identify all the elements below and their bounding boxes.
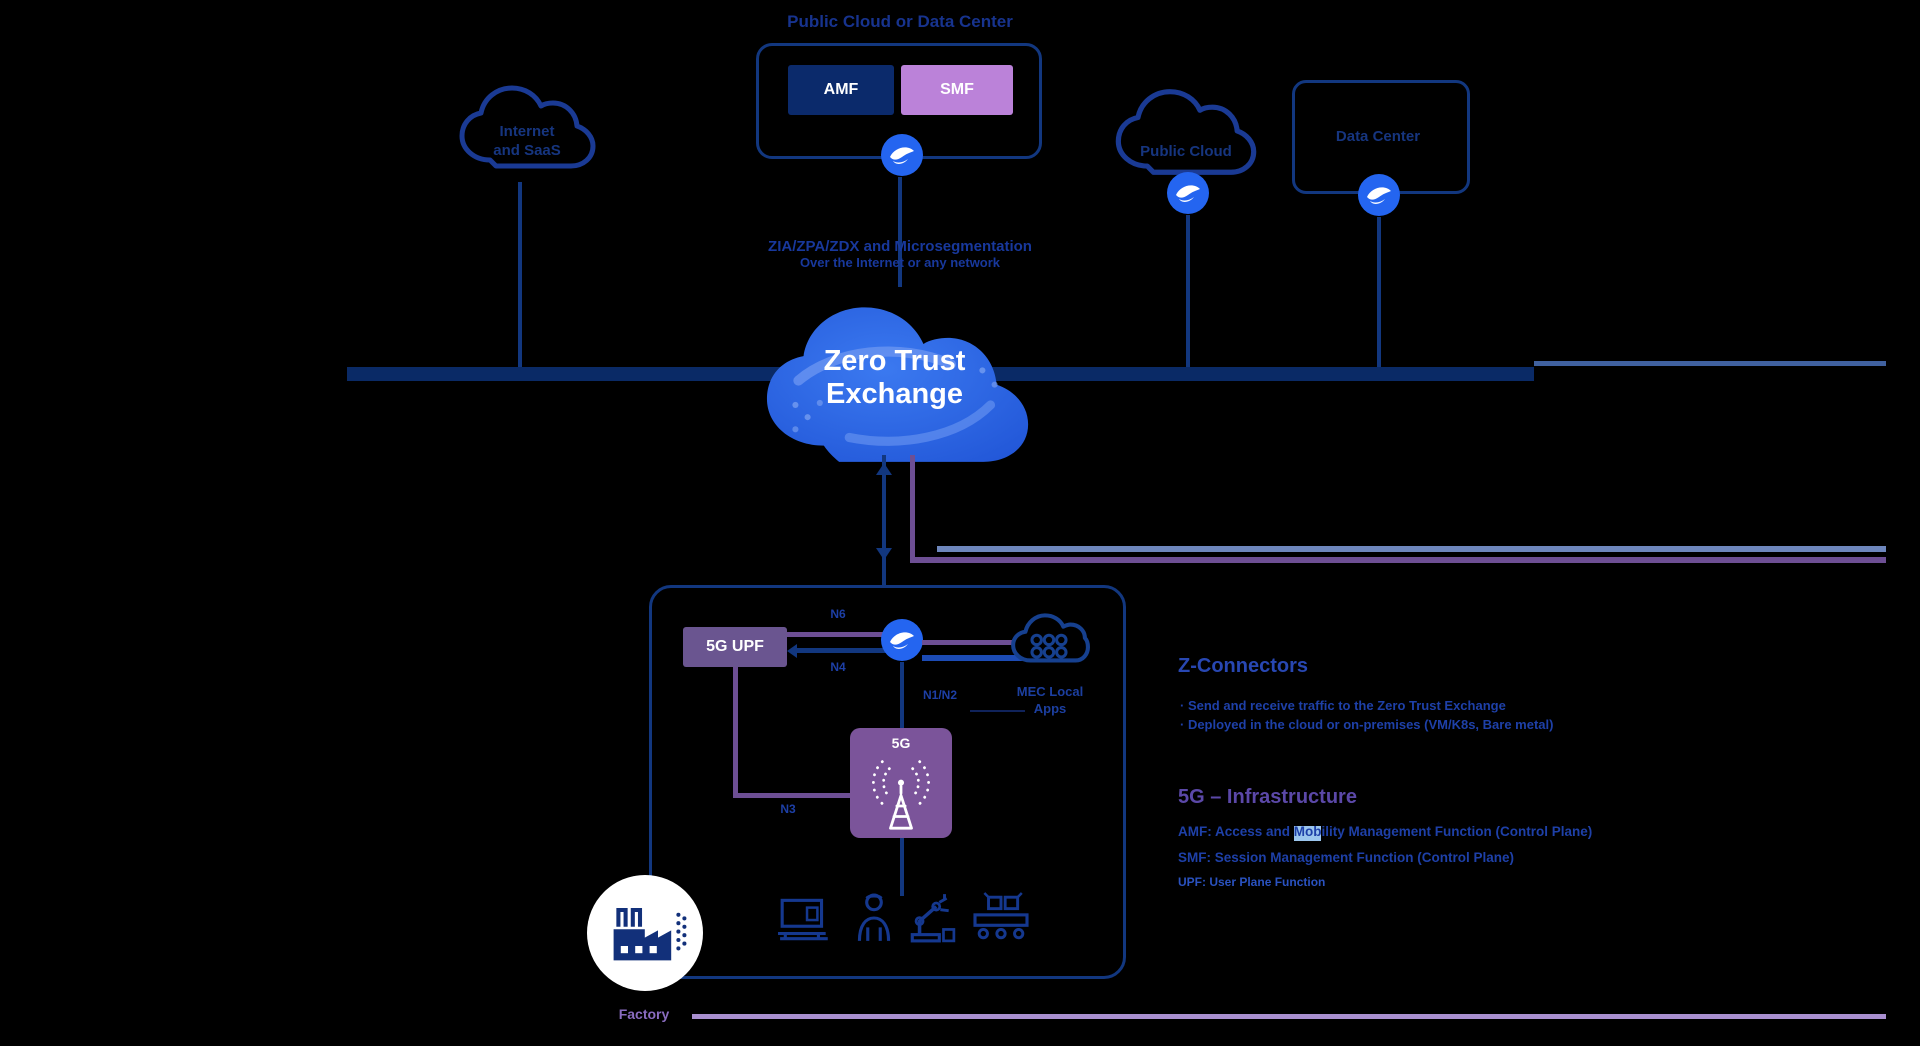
ran-label: 5G — [891, 735, 911, 751]
n4-label: N4 — [830, 660, 846, 674]
infrastructure-heading: 5G – Infrastructure — [1178, 786, 1357, 808]
top-title: Public Cloud or Data Center — [787, 12, 1013, 31]
data-center-to-bar-line — [1377, 217, 1381, 367]
up-arrow-icon — [876, 463, 892, 475]
antenna-tower-icon — [872, 760, 930, 830]
zte-label-line1: Zero Trust — [823, 345, 966, 377]
zte-label: Zero Trust Exchange — [792, 345, 997, 412]
down-arrow-icon — [876, 548, 892, 560]
infrastructure-line-smf: SMF: Session Management Function (Contro… — [1178, 850, 1515, 865]
internet-cloud-label-line2: and SaaS — [493, 141, 561, 159]
public-cloud-label: Public Cloud — [1140, 143, 1232, 160]
transport-caption-line2: Over the Internet or any network — [799, 255, 1001, 270]
n3-vertical-line — [733, 667, 738, 795]
data-center-label: Data Center — [1335, 128, 1421, 145]
zscaler-logo-icon — [881, 619, 923, 661]
core-to-zte-line — [898, 177, 902, 287]
factory-badge — [587, 875, 703, 991]
laptop-icon — [778, 898, 828, 941]
n6-line — [787, 632, 884, 637]
zscaler-logo-icon — [1167, 172, 1209, 214]
zte-label-line2: Exchange — [826, 378, 963, 411]
n4-line — [796, 648, 902, 653]
connectors-bullet-1: · Send and receive traffic to the Zero T… — [1180, 698, 1506, 713]
connectors-bullet-2: · Deployed in the cloud or on-premises (… — [1180, 717, 1554, 732]
smf-chip: SMF — [901, 65, 1013, 115]
internet-cloud-label: Internet and SaaS — [462, 123, 592, 161]
public-cloud-icon — [1115, 89, 1257, 175]
zte-to-site-line — [882, 455, 886, 587]
robot-arm-icon — [910, 894, 956, 943]
worker-icon — [857, 893, 891, 941]
transport-caption: ZIA/ZPA/ZDX and Microsegmentation Over t… — [720, 238, 1080, 270]
zscaler-logo-icon — [1358, 174, 1400, 216]
zte-purple-drop-line — [910, 455, 915, 563]
factory-label: Factory — [618, 1006, 670, 1022]
text-highlight — [1294, 826, 1321, 841]
backbone-thin-line — [1534, 361, 1886, 366]
n3-label: N3 — [780, 802, 796, 816]
lavender-bottom-line — [692, 1014, 1886, 1019]
upf-chip: 5G UPF — [683, 627, 787, 667]
logo-to-apps-purple-line — [922, 640, 1022, 645]
connectors-heading: Z-Connectors — [1178, 655, 1308, 677]
n6-label: N6 — [830, 607, 846, 621]
infrastructure-line-upf: UPF: User Plane Function — [1178, 875, 1326, 889]
mec-link-line — [970, 710, 1025, 712]
logo-to-apps-blue-line — [922, 655, 1057, 661]
infrastructure-line-amf: AMF: Access and Mobility Management Func… — [1178, 824, 1593, 839]
logo-to-ran-line — [900, 662, 904, 728]
mec-label-line1: MEC Local — [1016, 684, 1084, 699]
n1n2-label: N1/N2 — [922, 688, 957, 702]
left-arrow-icon — [787, 644, 797, 658]
steel-blue-horizontal-line — [937, 546, 1886, 552]
machine-icon — [973, 892, 1029, 940]
n3-horizontal-line — [733, 793, 850, 798]
mec-label-line2: Apps — [1033, 700, 1067, 716]
zero-trust-exchange-cloud-icon — [766, 307, 1029, 462]
mec-label: MEC Local Apps — [1000, 684, 1100, 718]
amf-chip: AMF — [788, 65, 894, 115]
factory-icon — [613, 907, 687, 961]
app-cloud-icon — [1011, 613, 1090, 663]
transport-caption-line1: ZIA/ZPA/ZDX and Microsegmentation — [768, 238, 1032, 255]
ran-to-devices-line — [900, 838, 904, 896]
public-cloud-to-bar-line — [1186, 215, 1190, 367]
internet-cloud-icon — [459, 85, 596, 169]
internet-cloud-label-line1: Internet — [499, 123, 555, 140]
internet-to-bar-line — [518, 182, 522, 368]
zscaler-logo-icon — [881, 134, 923, 176]
purple-horizontal-line — [910, 557, 1886, 563]
